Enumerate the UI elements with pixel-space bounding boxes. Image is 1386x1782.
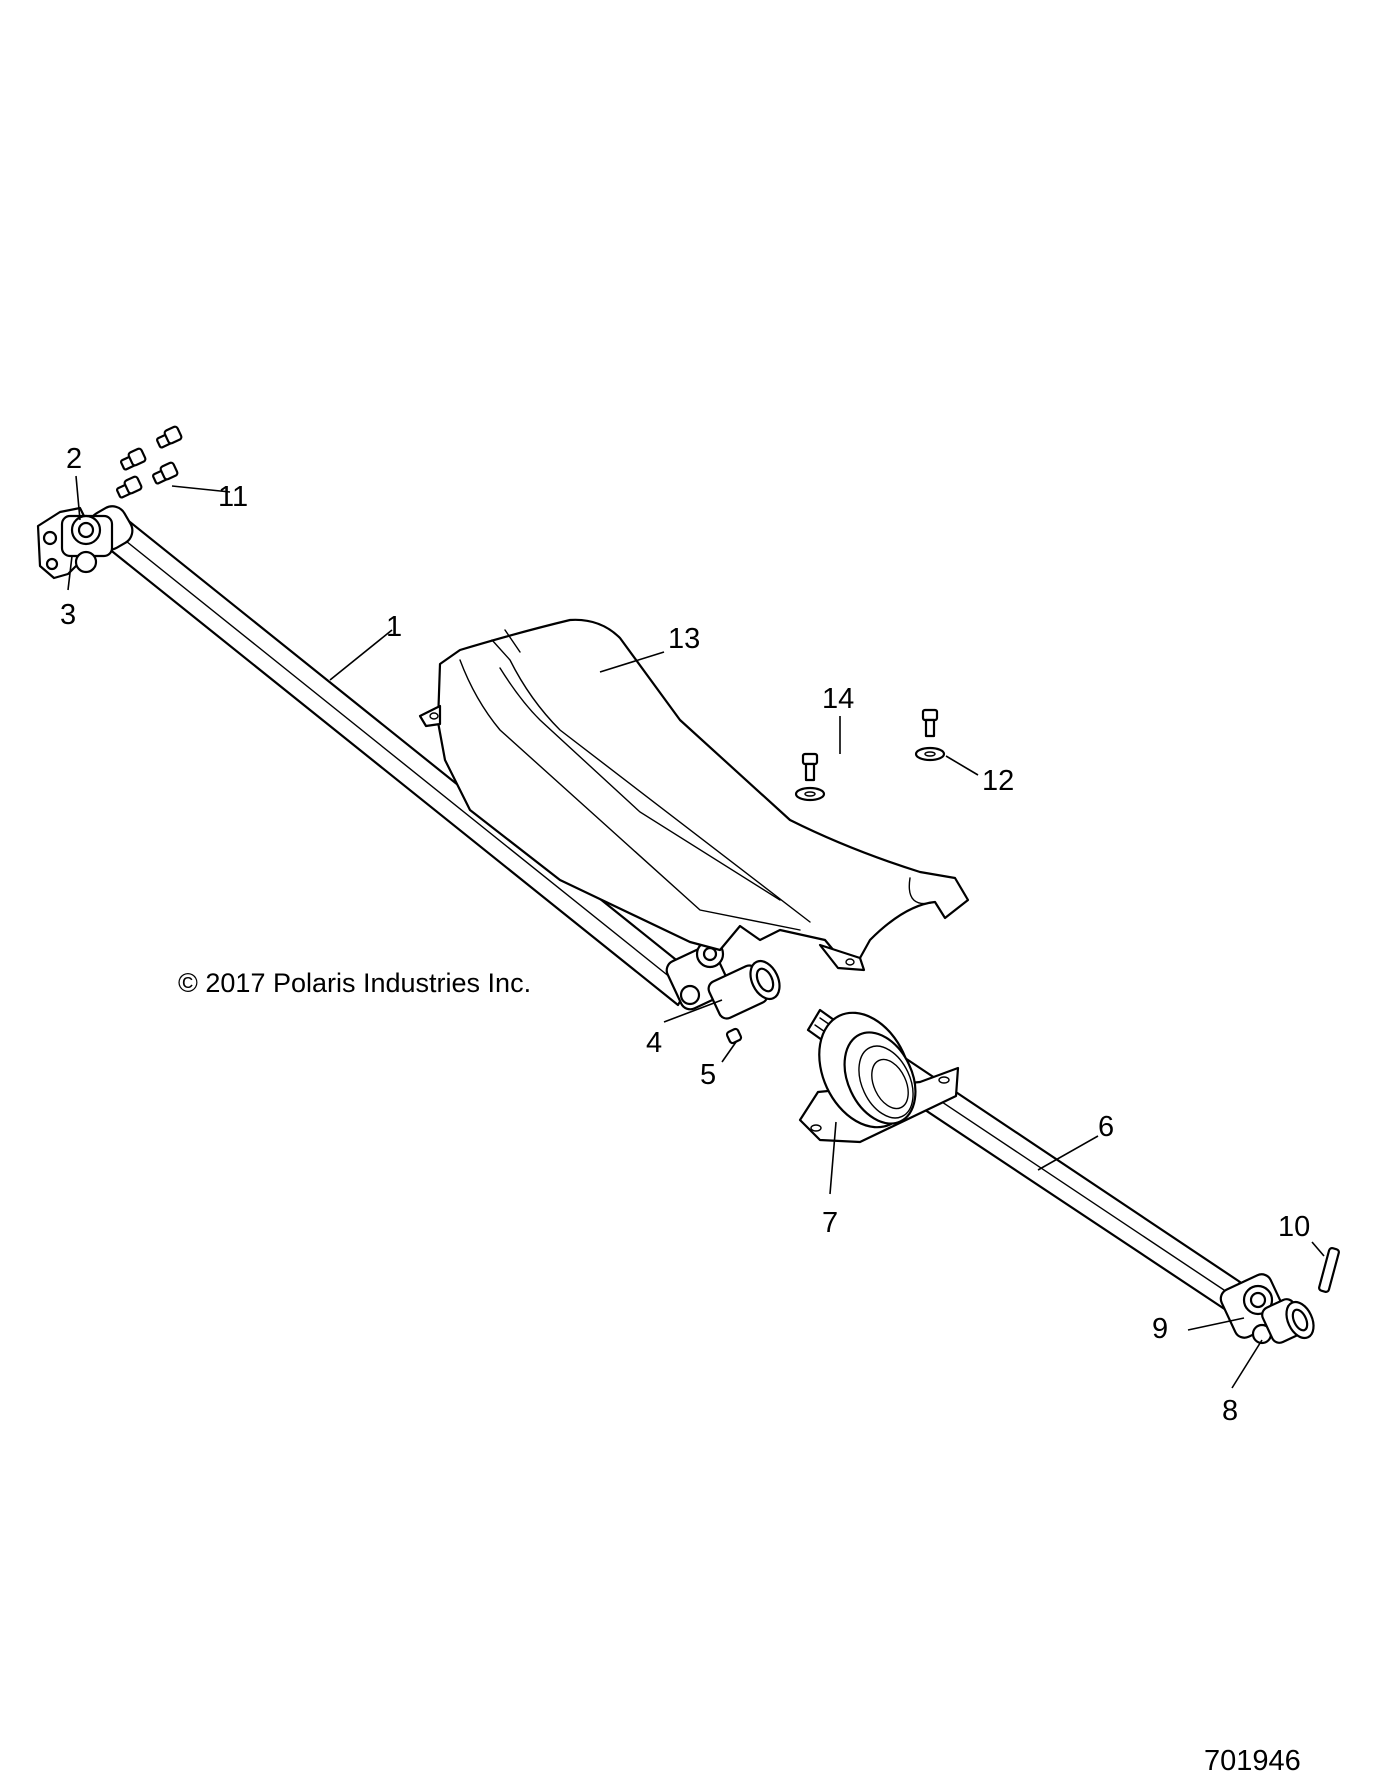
grease-fitting — [725, 1027, 743, 1045]
callout-12: 12 — [982, 765, 1014, 797]
guard-bolt-12 — [914, 708, 946, 762]
callout-labels: 1 2 3 4 5 6 7 8 9 10 11 12 13 14 — [60, 443, 1310, 1427]
callout-5: 5 — [700, 1059, 716, 1091]
roll-pin — [1318, 1247, 1340, 1293]
callout-4: 4 — [646, 1027, 662, 1059]
guard-bolt-14 — [794, 752, 826, 802]
front-yoke-assembly — [36, 505, 134, 580]
callout-9: 9 — [1152, 1313, 1168, 1345]
callout-11: 11 — [218, 481, 248, 513]
callout-13: 13 — [668, 623, 700, 655]
callout-10: 10 — [1278, 1211, 1310, 1243]
callout-1: 1 — [386, 611, 402, 643]
prop-shaft-guard — [418, 618, 970, 972]
drawing-number: 701946 — [1204, 1745, 1301, 1777]
callout-6: 6 — [1098, 1111, 1114, 1143]
carrier-bearing — [798, 1011, 960, 1144]
bolt-set — [116, 425, 183, 499]
callout-14: 14 — [822, 683, 854, 715]
rear-u-joint-assembly — [1219, 1273, 1315, 1345]
callout-3: 3 — [60, 599, 76, 631]
center-u-joint-assembly — [665, 939, 781, 1020]
copyright-notice: © 2017 Polaris Industries Inc. — [178, 968, 531, 998]
callout-2: 2 — [66, 443, 82, 475]
callout-7: 7 — [822, 1207, 838, 1239]
leader-lines — [67, 475, 1325, 1389]
callout-8: 8 — [1222, 1395, 1238, 1427]
